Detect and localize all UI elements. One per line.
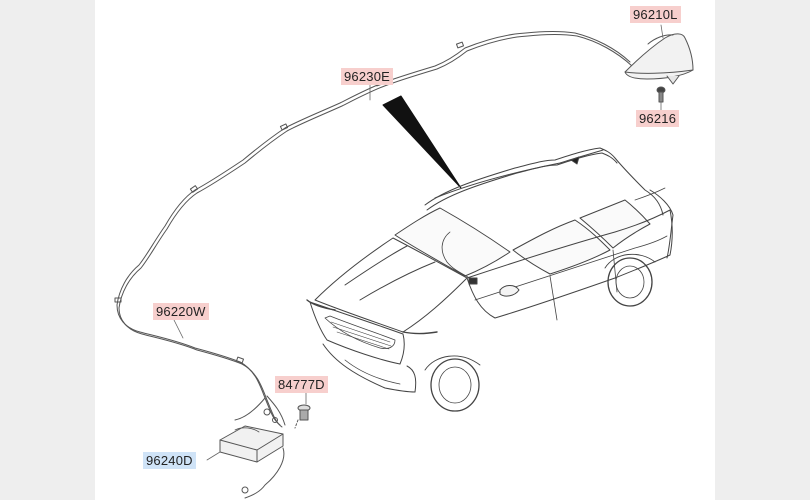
parts-diagram: 96210L 96216 96230E 96220W 84777D 96240D: [95, 0, 715, 500]
part-label-96240D: 96240D: [143, 452, 196, 469]
part-label-96230E: 96230E: [341, 68, 394, 85]
amplifier-module-drawing: [219, 425, 285, 499]
feeder-cable-line: [114, 30, 633, 428]
car-drawing: [306, 147, 674, 412]
part-label-96220W: 96220W: [153, 303, 209, 320]
pointer-arrow: [382, 95, 462, 189]
part-label-96216: 96216: [636, 110, 680, 127]
part-label-84777D: 84777D: [275, 376, 328, 393]
shark-fin-antenna-drawing: [624, 33, 694, 85]
part-label-96210L: 96210L: [630, 6, 681, 23]
bolt-drawing: [294, 404, 311, 429]
diagram-drawing: [114, 24, 694, 499]
antenna-screw-drawing: [656, 86, 666, 103]
leader-lines: [172, 24, 664, 461]
